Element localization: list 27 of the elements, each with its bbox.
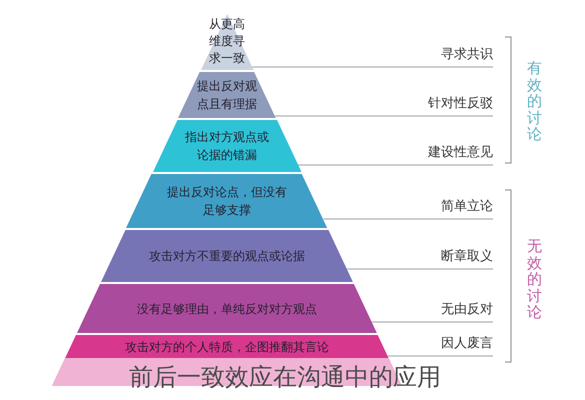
pyramid-level [126,174,328,228]
leader-line [322,218,494,220]
level-label: 简单立论 [441,196,493,218]
level-label: 因人废言 [441,333,493,355]
level-text: 指出对方观点或论据的错漏 [184,129,270,164]
pyramid-level [101,230,353,282]
leader-line [251,66,494,68]
level-text: 攻击对方的个人特质，企图推翻其言论 [124,339,330,356]
pyramid-level [200,14,254,70]
caption: 前后一致效应在沟通中的应用 [129,362,441,392]
level-text: 攻击对方不重要的观点或论据 [148,248,306,265]
level-label: 断章取义 [441,246,493,268]
group-label: 有效的讨论 [527,60,542,142]
pyramid-level [178,72,276,118]
leader-line [297,164,494,166]
level-label: 寻求共识 [441,44,493,66]
level-text: 没有足够理由，单纯反对对方观点 [136,301,318,318]
level-text: 提出反对观点且有理据 [196,78,258,113]
level-text: 提出反对论点，但没有足够支撑 [166,184,288,219]
pyramid-level [77,284,377,333]
level-label: 建设性意见 [428,142,493,164]
group-label: 无效的讨论 [527,238,542,320]
pyramid-level [152,120,302,172]
leader-line [346,268,494,270]
level-label: 无由反对 [441,299,493,321]
level-text: 从更高维度寻求一致 [208,16,246,67]
level-label: 针对性反驳 [428,93,493,115]
